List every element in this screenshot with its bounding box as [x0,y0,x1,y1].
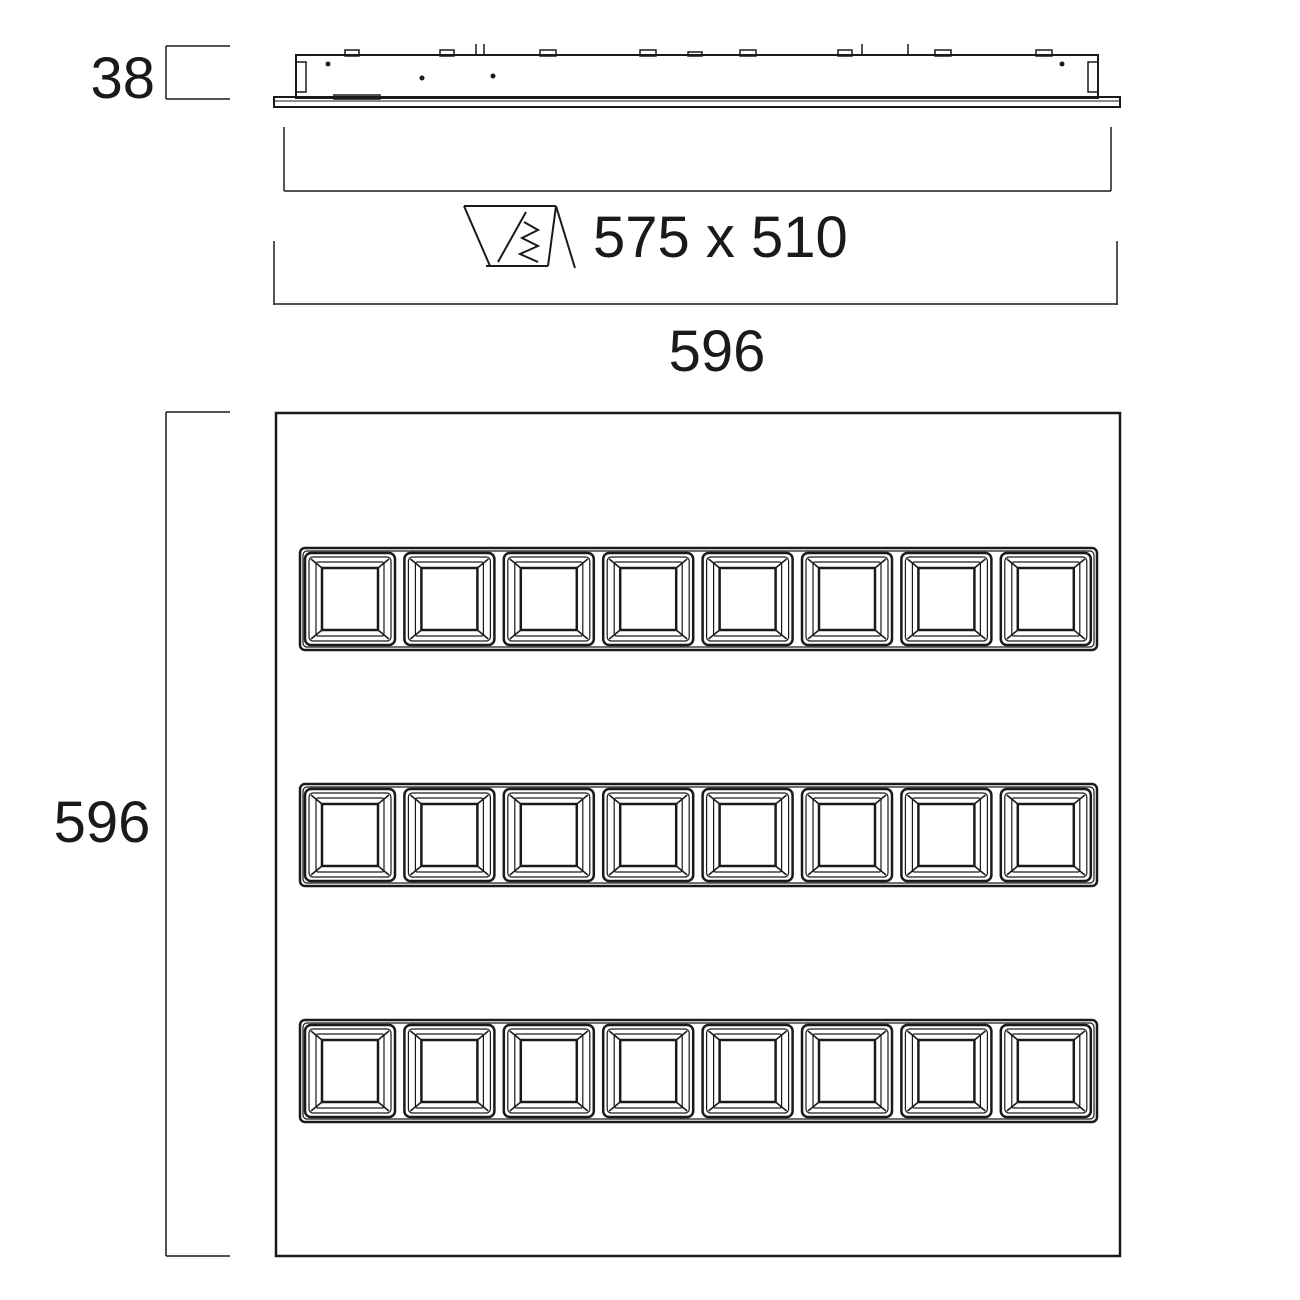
width-dimension: 596 [273,241,1118,384]
louver-cell [601,787,695,883]
louver-row-inner-frame [302,550,1095,648]
height-dimension: 38 [90,45,230,111]
depth-label: 596 [54,790,151,855]
louver-cell [900,551,993,647]
louver-cell [303,551,397,647]
louver-row [298,1018,1099,1124]
louver-row-frame [298,782,1099,888]
ceiling-cutout-icon [463,205,576,269]
louver-rows [298,546,1099,1124]
louver-cell [999,787,1093,883]
width-label: 596 [669,319,766,384]
louver-row-inner-frame [302,1022,1095,1120]
louver-cell [900,787,993,883]
louver-cell [900,1023,993,1119]
louver-row [298,782,1099,888]
louver-cell [303,787,397,883]
louver-cell [800,787,894,883]
louver-cell [601,551,695,647]
louver-cell [800,1023,894,1119]
louver-cell [502,551,596,647]
louver-cell [800,551,894,647]
depth-dimension: 596 [54,411,230,1257]
louver-cell [403,1023,496,1119]
louver-cell [999,551,1093,647]
side-view [273,44,1121,108]
cutout-dimension: 575 x 510 [283,127,1112,270]
plan-view [274,411,1122,1258]
louver-row [298,546,1099,652]
louver-cell [502,1023,596,1119]
louver-cell [701,787,794,883]
louver-cell [701,1023,794,1119]
louver-cell [303,1023,397,1119]
louver-cell [999,1023,1093,1119]
height-label: 38 [90,46,155,111]
louver-row-inner-frame [302,786,1095,884]
louver-cell [502,787,596,883]
louver-cell [403,787,496,883]
cutout-label: 575 x 510 [593,205,848,270]
louver-row-frame [298,546,1099,652]
louver-cell [403,551,496,647]
louver-row-frame [298,1018,1099,1124]
panel-outline [274,411,1122,1258]
louver-cell [601,1023,695,1119]
louver-cell [701,551,794,647]
